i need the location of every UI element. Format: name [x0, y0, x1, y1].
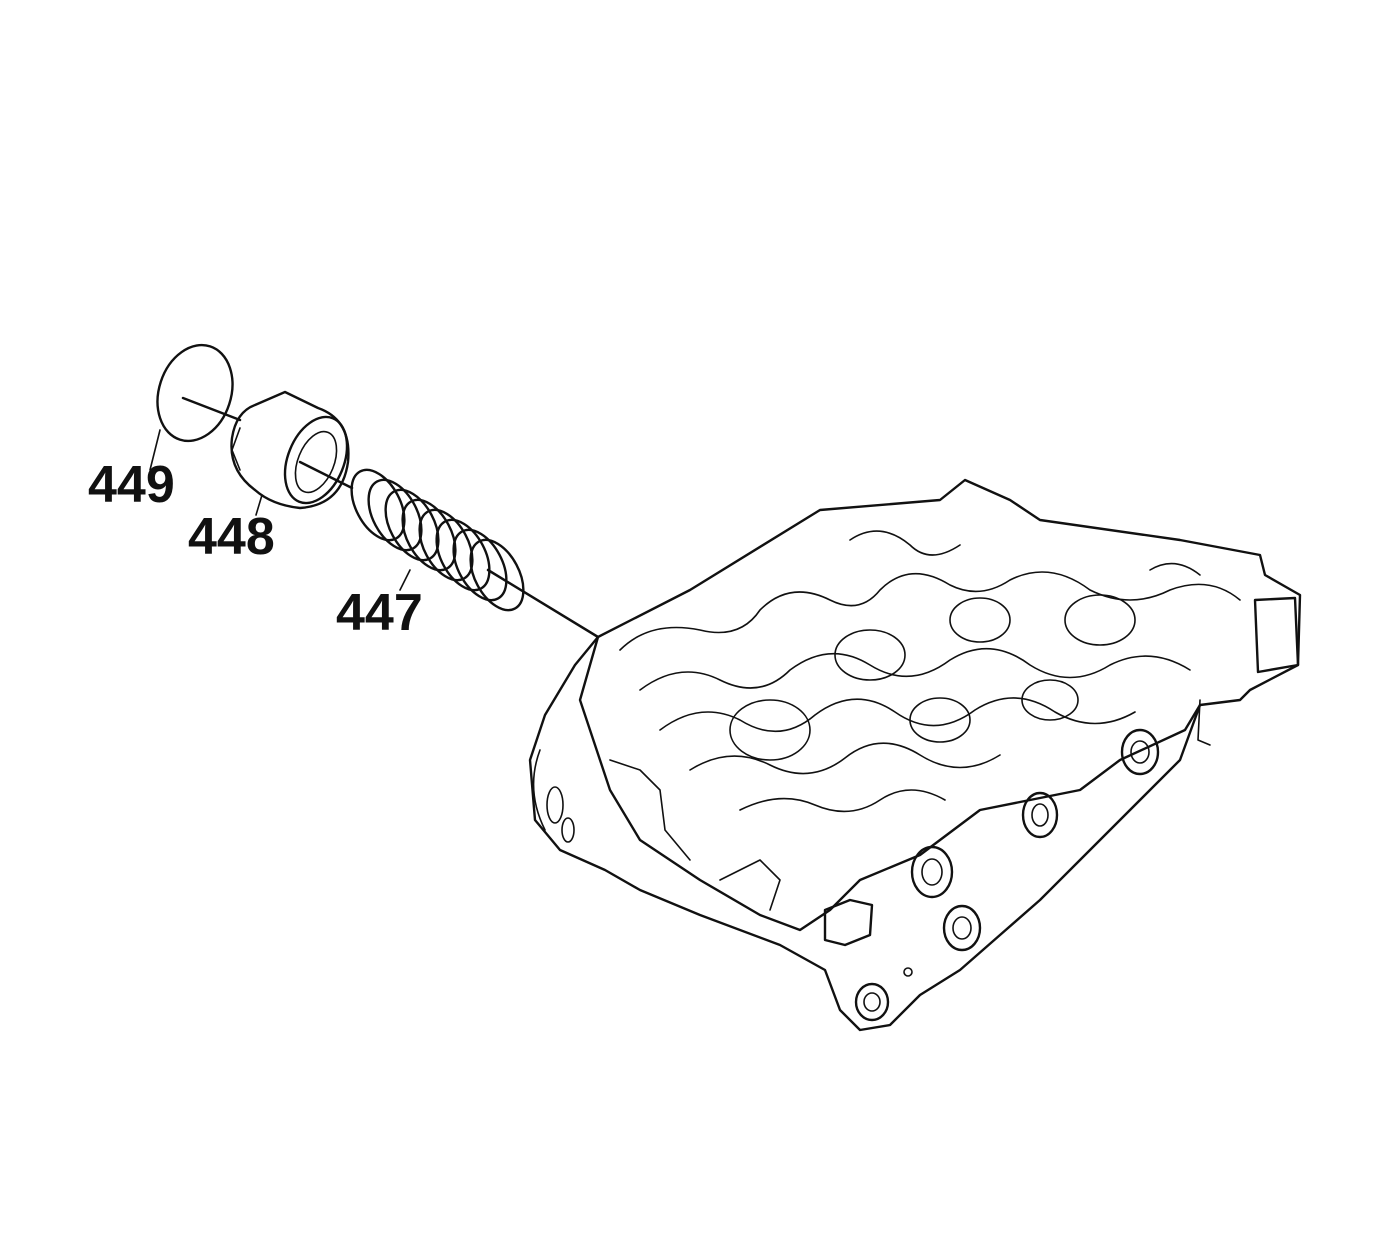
- plug-part: [230, 390, 350, 516]
- callout-449: 449: [88, 456, 175, 514]
- callout-447: 447: [336, 584, 423, 642]
- valve-body-part: [528, 478, 1302, 1032]
- spring-part: [350, 468, 525, 612]
- assembly-axis-line: [181, 396, 600, 639]
- snap-ring-part: [149, 343, 234, 471]
- callout-448: 448: [188, 508, 275, 566]
